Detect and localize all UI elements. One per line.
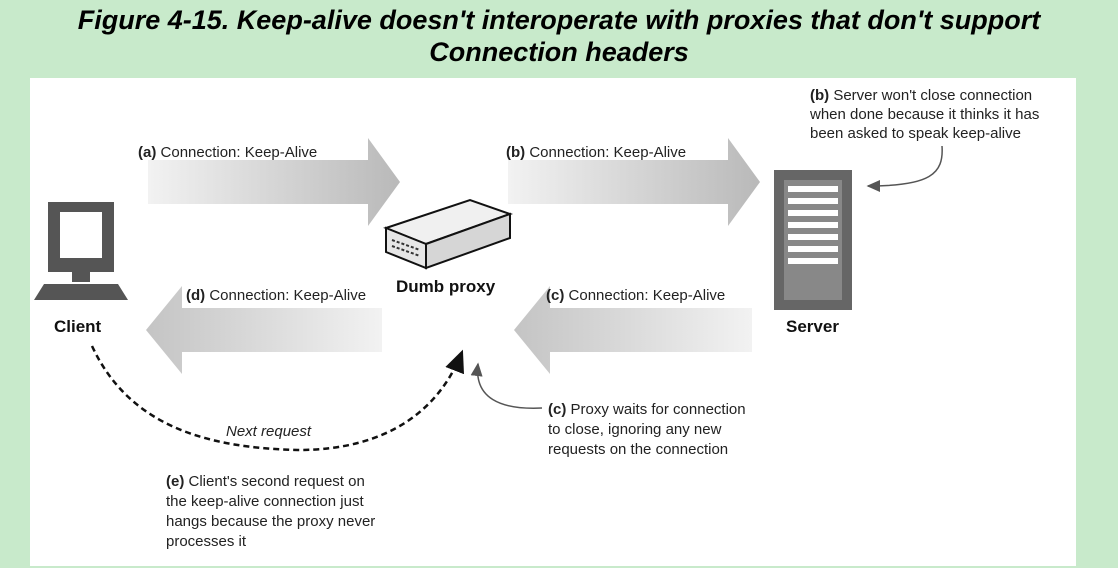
- figure-title-line-1: Figure 4-15. Keep-alive doesn't interope…: [77, 5, 1041, 35]
- figure-title-line-2: Connection headers: [429, 37, 689, 67]
- arrow-b: [508, 138, 760, 226]
- server-note-pointer: [866, 145, 943, 192]
- client-computer-icon: [34, 202, 128, 300]
- figure-title: Figure 4-15. Keep-alive doesn't interope…: [0, 4, 1118, 68]
- proxy-note-line-3: requests on the connection: [548, 441, 728, 458]
- client-note-line-4: processes it: [166, 533, 247, 550]
- arrow-c-label: (c) Connection: Keep-Alive: [546, 287, 725, 304]
- next-request-label: Next request: [226, 423, 312, 440]
- arrow-a-label: (a) Connection: Keep-Alive: [138, 144, 317, 161]
- arrow-a: [148, 138, 400, 226]
- next-request-arc: [90, 345, 464, 452]
- client-note-line-1: (e) Client's second request on: [166, 473, 365, 490]
- proxy-note-line-1: (c) Proxy waits for connection: [548, 401, 746, 418]
- proxy-note-line-2: to close, ignoring any new: [548, 421, 722, 438]
- diagram-canvas: (a) Connection: Keep-Alive (b) Connectio…: [34, 87, 1039, 550]
- diagram-panel: (a) Connection: Keep-Alive (b) Connectio…: [30, 78, 1076, 566]
- server-label: Server: [786, 317, 839, 336]
- server-note-line-2: when done because it thinks it has: [809, 106, 1039, 123]
- server-note-line-1: (b) Server won't close connection: [810, 87, 1032, 104]
- arrow-d: [146, 286, 382, 374]
- client-note-line-3: hangs because the proxy never: [166, 513, 375, 530]
- client-label: Client: [54, 317, 102, 336]
- arrow-c: [514, 286, 752, 374]
- server-tower-icon: [774, 170, 852, 310]
- server-note-line-3: been asked to speak keep-alive: [810, 125, 1021, 142]
- proxy-box-icon: [383, 198, 513, 270]
- proxy-note-pointer: [470, 362, 543, 409]
- client-note-line-2: the keep-alive connection just: [166, 493, 364, 510]
- proxy-label: Dumb proxy: [396, 277, 496, 296]
- arrow-d-label: (d) Connection: Keep-Alive: [186, 287, 366, 304]
- arrow-b-label: (b) Connection: Keep-Alive: [506, 144, 686, 161]
